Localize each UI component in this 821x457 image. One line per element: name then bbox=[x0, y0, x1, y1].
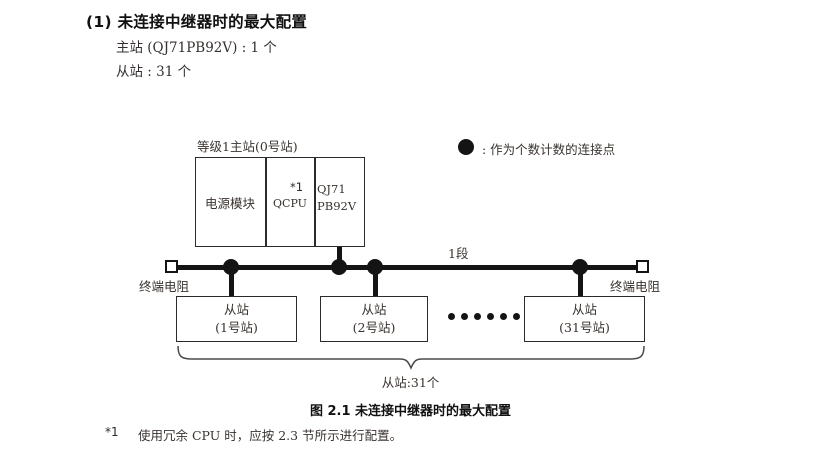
terminating-resistor-left-icon bbox=[165, 260, 178, 273]
slave-1-drop-line bbox=[229, 266, 234, 296]
module-qj71-label-line1: QJ71 bbox=[317, 182, 346, 196]
connection-point-3 bbox=[367, 259, 383, 275]
terminating-resistor-right-label: 终端电阻 bbox=[610, 279, 661, 294]
terminating-resistor-right-icon bbox=[636, 260, 649, 273]
slave-title: 从站 bbox=[571, 301, 597, 317]
master-station-label: 等级1主站(0号站) bbox=[197, 139, 298, 154]
connection-point-2 bbox=[331, 259, 347, 275]
module-divider-2 bbox=[314, 157, 316, 247]
terminating-resistor-left-label: 终端电阻 bbox=[139, 279, 190, 294]
slave-count-brace bbox=[177, 346, 645, 370]
master-station-box bbox=[195, 157, 365, 247]
bus-line bbox=[172, 265, 642, 270]
slave-2-drop-line bbox=[373, 266, 378, 296]
section-number: (1) bbox=[86, 13, 112, 31]
slave-station-number: (1号站) bbox=[215, 320, 258, 335]
master-drop-line bbox=[337, 247, 342, 267]
slave-title: 从站 bbox=[361, 301, 387, 317]
slave-station-number: (31号站) bbox=[559, 320, 610, 335]
slave-31-drop-line bbox=[578, 266, 583, 296]
footnote-mark: *1 bbox=[105, 425, 119, 439]
section-title: 未连接中继器时的最大配置 bbox=[117, 13, 308, 31]
slave-station-box-2: 从站 (2号站) bbox=[320, 296, 428, 342]
ellipsis-dots-icon bbox=[448, 313, 520, 320]
section-line-master: 主站 (QJ71PB92V) : 1 个 bbox=[116, 40, 277, 56]
footnote-mark-qcpu: *1 bbox=[290, 180, 304, 194]
filled-circle-icon bbox=[458, 139, 474, 155]
footnote-text: 使用冗余 CPU 时，应按 2.3 节所示进行配置。 bbox=[138, 428, 403, 443]
section-line-slave: 从站 : 31 个 bbox=[116, 64, 192, 80]
slave-station-box-31: 从站 (31号站) bbox=[524, 296, 645, 342]
legend-label: : 作为个数计数的连接点 bbox=[482, 142, 616, 157]
slave-station-box-1: 从站 (1号站) bbox=[176, 296, 297, 342]
slave-station-number: (2号站) bbox=[352, 320, 396, 335]
slave-count-label: 从站:31个 bbox=[381, 375, 440, 390]
slave-title: 从站 bbox=[223, 301, 249, 317]
section-heading: (1) 未连接中继器时的最大配置 bbox=[86, 10, 307, 32]
segment-label: 1段 bbox=[448, 246, 469, 261]
connection-point-4 bbox=[572, 259, 588, 275]
module-power-supply-label: 电源模块 bbox=[204, 196, 255, 211]
module-qcpu-label: QCPU bbox=[273, 197, 307, 210]
figure-caption: 图 2.1 未连接中继器时的最大配置 bbox=[309, 404, 512, 419]
module-divider-1 bbox=[265, 157, 267, 247]
module-qj71-label-line2: PB92V bbox=[317, 199, 357, 213]
connection-point-1 bbox=[223, 259, 239, 275]
